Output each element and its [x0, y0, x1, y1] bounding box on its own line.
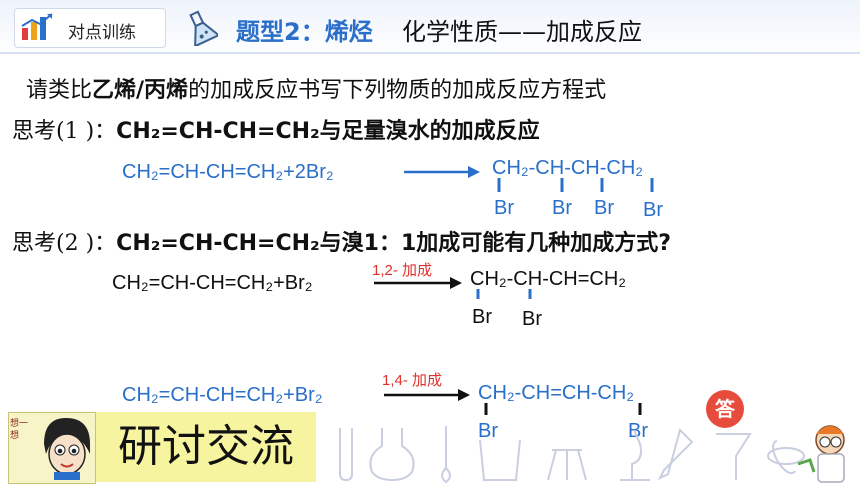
question-2-label: 思考(2 )：	[12, 231, 117, 256]
funnel-icon	[716, 433, 752, 480]
atom-icon	[767, 440, 806, 475]
question-1-label: 思考(1 )：	[12, 119, 117, 144]
substituent-br: Br	[478, 420, 498, 442]
header-divider	[0, 52, 860, 54]
substituent-br: Br	[472, 306, 492, 328]
flask-round-icon	[369, 428, 415, 482]
equation-2-condition: 1,2- 加成	[372, 262, 432, 279]
question-1: 思考(1 )：CH₂=CH-CH=CH₂与足量溴水的加成反应	[12, 113, 540, 145]
equation-3-product: CH₂-CH=CH-CH₂	[478, 382, 634, 404]
beaker-icon	[479, 439, 521, 481]
chart-icon	[21, 13, 53, 40]
think-badge-text: 想一想	[10, 419, 29, 441]
equation-1-product: CH₂-CH-CH-CH₂	[492, 157, 643, 179]
prompt-emphasis: 乙烯/丙烯	[92, 78, 189, 103]
tripod-icon	[547, 449, 587, 481]
student-face-icon	[44, 418, 90, 480]
page-title-subject: 化学性质——加成反应	[402, 18, 642, 46]
microscope-icon	[620, 429, 650, 481]
thermometer-icon	[441, 426, 451, 484]
reaction-arrow-1-head	[468, 166, 480, 178]
equation-1-reactant: CH₂=CH-CH=CH₂+2Br₂	[122, 161, 334, 183]
dropper-icon	[657, 428, 694, 481]
equation-1: CH₂=CH-CH=CH₂+2Br₂ CH₂-CH-CH-CH₂ Br Br B…	[122, 157, 663, 221]
reaction-arrow-2-head	[450, 277, 462, 289]
question-2: 思考(2 )：CH₂=CH-CH=CH₂与溴1：1加成可能有几种加成方式?	[12, 225, 671, 257]
substituent-br: Br	[552, 197, 572, 219]
logo-box	[14, 8, 166, 48]
scientist-kid-icon	[797, 425, 845, 483]
substituent-br: Br	[628, 420, 648, 442]
substituent-br: Br	[643, 199, 663, 221]
task-prompt: 请类比乙烯/丙烯的加成反应书写下列物质的加成反应方程式	[26, 72, 606, 104]
reaction-arrow-3-head	[458, 389, 470, 401]
equation-3: CH₂=CH-CH=CH₂+Br₂ 1,4- 加成 CH₂-CH=CH-CH₂ …	[122, 372, 648, 442]
test-tube-icon	[339, 428, 353, 482]
prompt-lead: 请类比	[26, 78, 93, 103]
question-2-text: CH₂=CH-CH=CH₂与溴1：1加成可能有几种加成方式?	[116, 231, 672, 256]
answer-button[interactable]: 答	[706, 390, 744, 428]
discussion-title: 研讨交流	[96, 412, 316, 482]
substituent-br: Br	[522, 308, 542, 330]
lab-equipment-decoration	[339, 425, 845, 484]
logo-label: 对点训练	[68, 23, 136, 43]
prompt-tail: 的加成反应书写下列物质的加成反应方程式	[188, 78, 607, 103]
equation-3-condition: 1,4- 加成	[382, 372, 442, 389]
equation-2-reactant: CH₂=CH-CH=CH₂+Br₂	[112, 272, 313, 294]
equation-2-product: CH₂-CH-CH=CH₂	[470, 268, 626, 290]
question-1-text: CH₂=CH-CH=CH₂与足量溴水的加成反应	[116, 119, 540, 144]
page-title-topic: 题型2：烯烃	[236, 18, 373, 46]
substituent-br: Br	[494, 197, 514, 219]
equation-2: CH₂=CH-CH=CH₂+Br₂ 1,2- 加成 CH₂-CH-CH=CH₂ …	[112, 262, 626, 330]
substituent-br: Br	[594, 197, 614, 219]
equation-3-reactant: CH₂=CH-CH=CH₂+Br₂	[122, 384, 323, 406]
flask-icon	[189, 10, 218, 46]
